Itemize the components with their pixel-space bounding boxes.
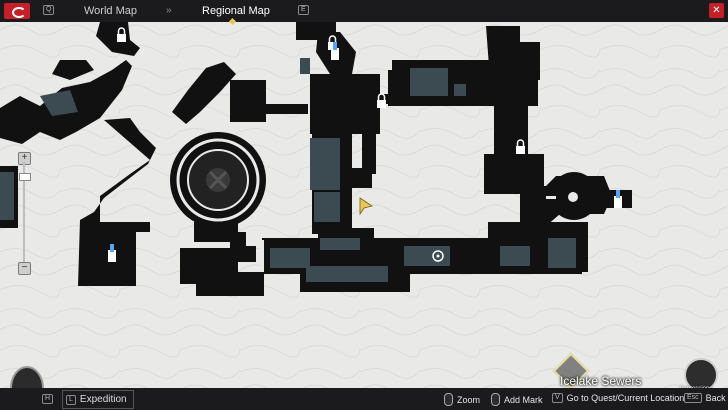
bottom-bar: H L Expedition Zoom Add Mark V Go to Que… bbox=[0, 388, 728, 410]
add-mark-hint[interactable]: Add Mark bbox=[491, 393, 543, 406]
character-key: H bbox=[42, 394, 54, 404]
add-mark-label: Add Mark bbox=[504, 394, 543, 405]
zoom-slider-handle[interactable] bbox=[19, 173, 31, 181]
expedition-label: Expedition bbox=[79, 394, 127, 405]
lock-icon bbox=[117, 27, 126, 42]
regional-map[interactable]: + − Icelake Sewers Impressions bbox=[0, 22, 728, 392]
map-rooms bbox=[0, 58, 576, 282]
back-hint[interactable]: Esc Back bbox=[684, 393, 726, 403]
impressions-wheel-icon[interactable] bbox=[684, 358, 718, 392]
location-name: Icelake Sewers bbox=[560, 374, 642, 388]
map-canvas[interactable] bbox=[0, 22, 728, 388]
back-label: Back bbox=[705, 393, 726, 403]
mouse-wheel-icon bbox=[444, 393, 453, 406]
waypoint-icon bbox=[614, 190, 622, 208]
chevron-right-icon: » bbox=[166, 5, 171, 16]
tab-left-key: Q bbox=[43, 5, 55, 15]
expedition-key: L bbox=[66, 394, 76, 405]
tab-world-map[interactable]: World Map bbox=[84, 5, 137, 17]
go-to-quest-hint[interactable]: V Go to Quest/Current Location bbox=[552, 393, 684, 403]
go-to-quest-label: Go to Quest/Current Location bbox=[566, 393, 685, 403]
lock-icon bbox=[328, 35, 337, 50]
lock-icons bbox=[117, 27, 525, 154]
circular-hub bbox=[176, 138, 260, 222]
tab-regional-map[interactable]: Regional Map bbox=[202, 5, 270, 17]
game-logo-icon[interactable] bbox=[4, 3, 30, 19]
waypoint-icon bbox=[331, 42, 339, 60]
zoom-slider-track[interactable] bbox=[23, 162, 25, 274]
back-key: Esc bbox=[684, 393, 702, 403]
quest-key: V bbox=[552, 393, 563, 403]
waypoint-icons[interactable] bbox=[108, 42, 622, 262]
zoom-hint-label: Zoom bbox=[457, 394, 481, 405]
close-icon[interactable]: ✕ bbox=[709, 3, 724, 18]
corridor-gaps bbox=[260, 60, 578, 272]
expedition-button[interactable]: L Expedition bbox=[62, 390, 134, 409]
player-position-icon bbox=[359, 197, 373, 216]
zoom-out-button[interactable]: − bbox=[18, 262, 31, 275]
waypoint-icon bbox=[108, 244, 116, 262]
mouse-right-click-icon bbox=[491, 393, 500, 406]
point-of-interest-icon[interactable] bbox=[432, 250, 444, 262]
tab-right-key: E bbox=[298, 5, 309, 15]
zoom-hint[interactable]: Zoom bbox=[444, 393, 480, 406]
top-bar: Q World Map » Regional Map E ✕ bbox=[0, 0, 728, 26]
lock-icon bbox=[516, 139, 525, 154]
lock-icon bbox=[377, 93, 386, 108]
